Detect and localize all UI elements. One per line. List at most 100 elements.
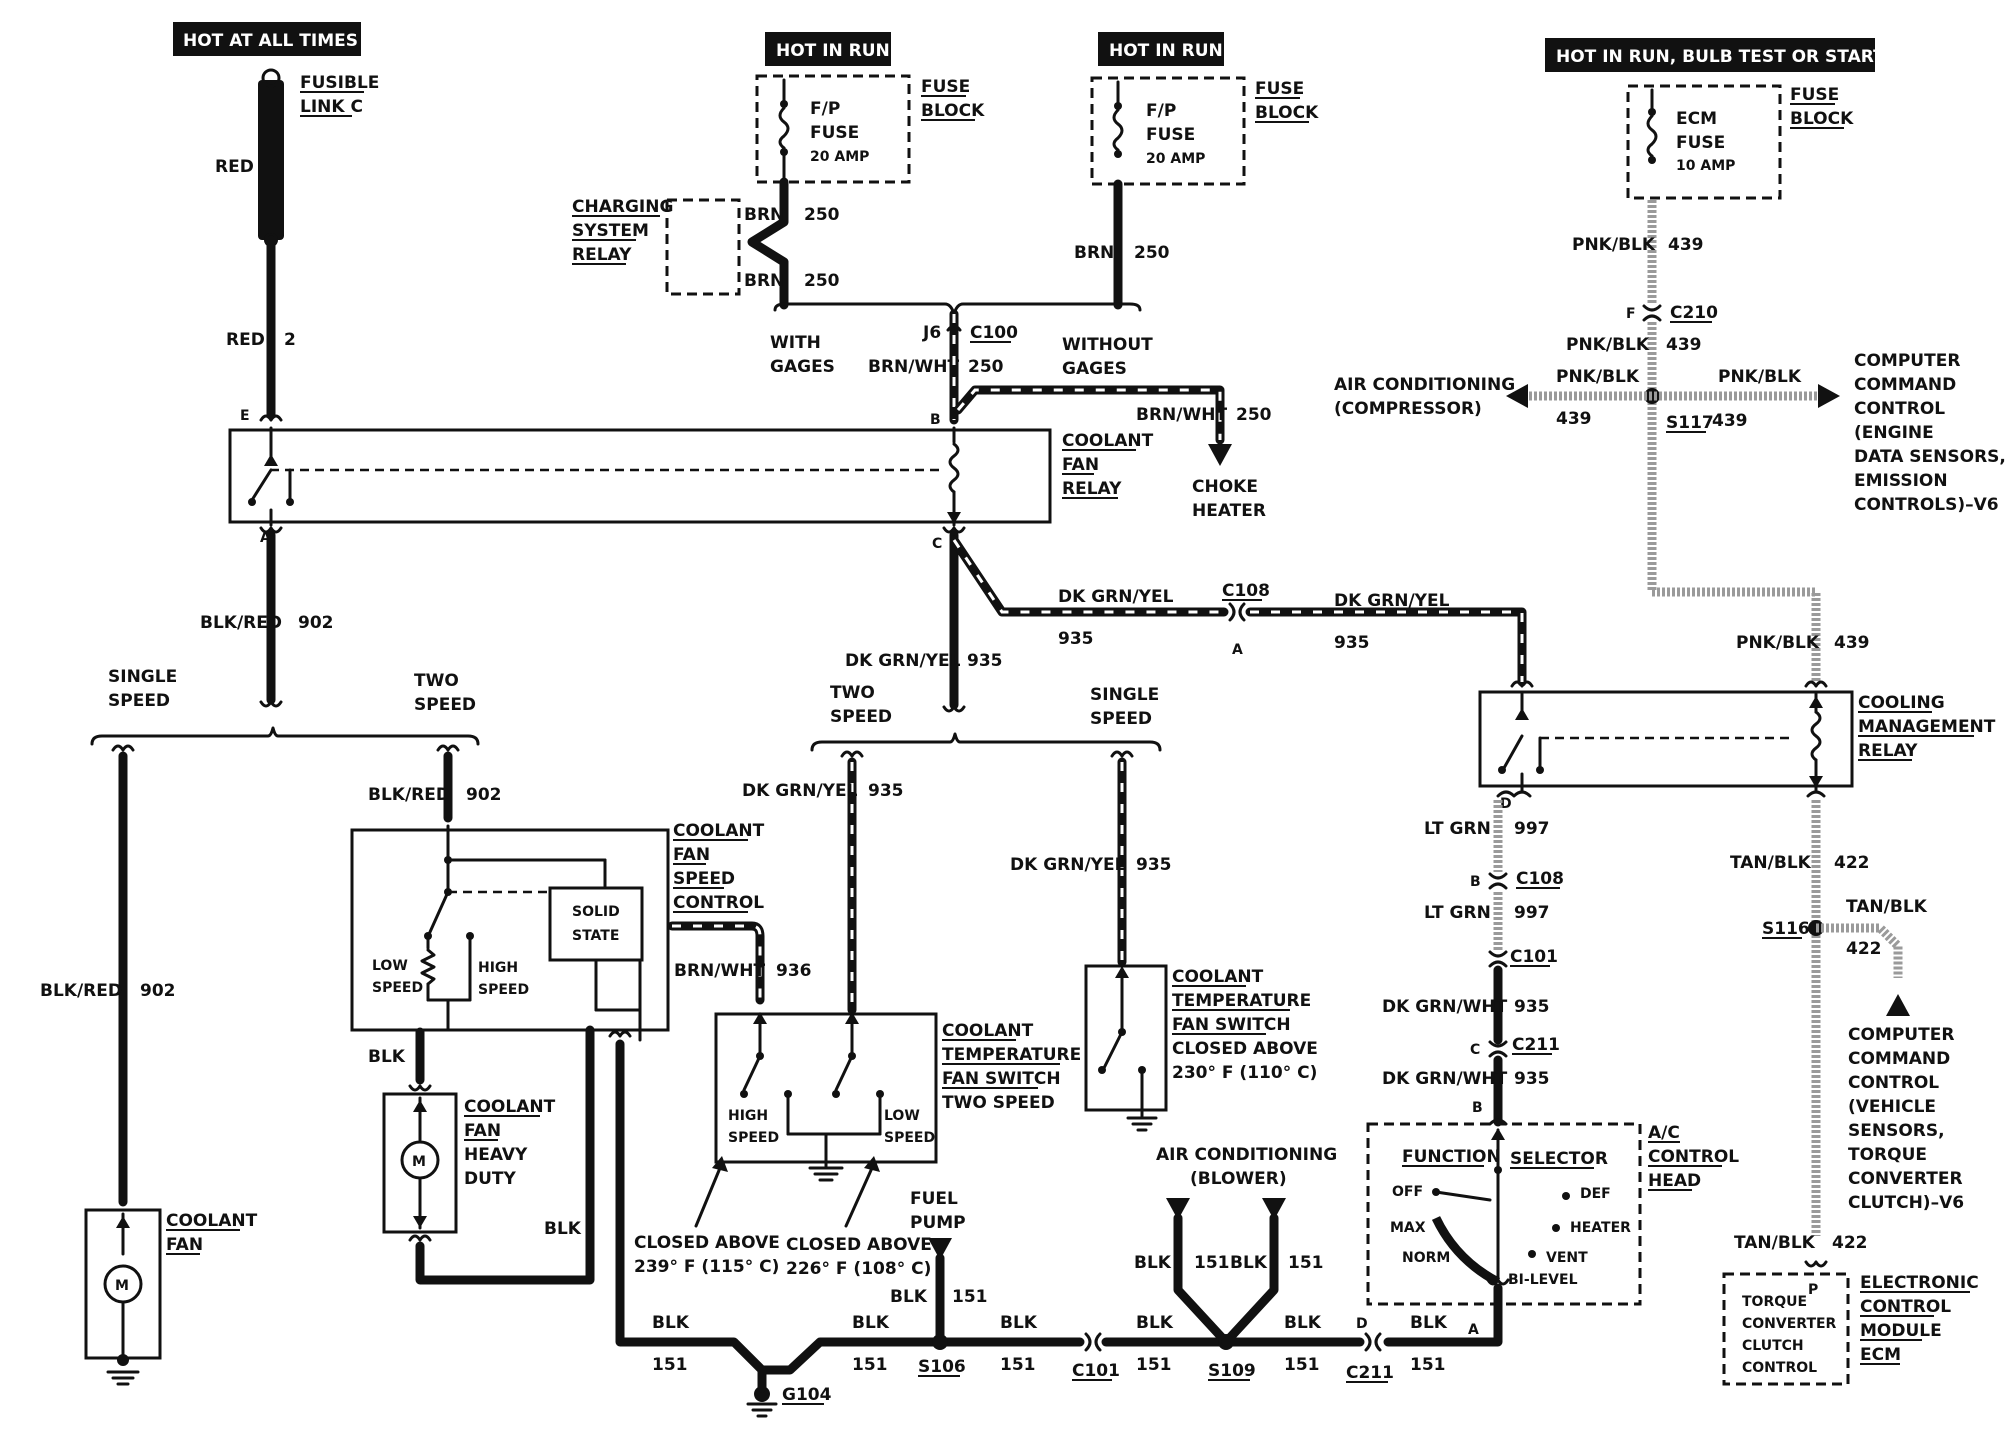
connector-label: C210 [1670,303,1718,323]
circuit-number: 902 [298,613,334,633]
component-label: 230° F (110° C) [1172,1063,1317,1083]
load-label: CONTROL [1854,399,1945,419]
electronic-control-module: TORQUE CONVERTER CLUTCH CONTROL ELECTRON… [1722,1272,1979,1386]
option-label: WITHOUT [1062,335,1153,355]
component-label: COOLANT [464,1097,556,1117]
circuit-number: 151 [652,1355,688,1375]
fuse-block-2: F/P FUSE 20 AMP FUSE BLOCK BRN 250 [1074,76,1319,310]
wire-color-label: BRN/WHT [1136,405,1227,425]
switch-position-label: NORM [1402,1250,1450,1266]
component-label: FAN [673,845,710,865]
header-hot-in-run-bulb-test: HOT IN RUN, BULB TEST OR START [1545,38,1885,72]
circuit-number: 151 [1000,1355,1036,1375]
load-label: AIR CONDITIONING [1334,375,1515,395]
connector-label: C211 [1512,1035,1560,1055]
circuit-number: 439 [1666,335,1702,355]
fuse-block-label: BLOCK [1255,103,1319,123]
fuse-name: FUSE [810,123,859,143]
component-label: CLOSED ABOVE [1172,1039,1318,1059]
wire-color-label: BLK/RED [200,613,282,633]
pin-label: A [1468,1322,1479,1338]
component-label: ELECTRONIC [1860,1273,1979,1293]
two-speed-switch-feed: DK GRN/YEL 935 [742,750,904,1015]
wire-color-label: PNK/BLK [1736,633,1820,653]
fusible-label-2: LINK C [300,97,363,117]
circuit-number: 151 [952,1287,988,1307]
component-label: TWO SPEED [942,1093,1055,1113]
switch-position-label: HIGH [478,960,518,976]
wire-color-label: BLK [1284,1313,1322,1333]
wire-color-label: BRN [744,271,784,291]
component-label: SPEED [673,869,735,889]
wire-color-label: TAN/BLK [1846,897,1928,917]
load-label: COMMAND [1848,1049,1950,1069]
circuit-number: 151 [1410,1355,1446,1375]
relay-label: MANAGEMENT [1858,717,1996,737]
ground-label: G104 [782,1385,832,1405]
header-text: HOT IN RUN [776,41,890,61]
connector-label: C108 [1516,869,1564,889]
connector-label: C101 [1072,1361,1120,1381]
relay-label: RELAY [572,245,632,265]
wire-color-label: LT GRN [1424,819,1491,839]
wire-color-label: TAN/BLK [1730,853,1812,873]
circuit-number: 439 [1668,235,1704,255]
wire-color-label: BLK [1000,1313,1038,1333]
switch-position-label: SPEED [372,980,423,996]
pin-label: B [1470,874,1481,890]
circuit-number: 439 [1556,409,1592,429]
circuit-number: 151 [852,1355,888,1375]
circuit-number: 250 [804,205,840,225]
component-label: FAN SWITCH [1172,1015,1291,1035]
connector-label: C101 [1510,947,1558,967]
fuse-rating: 20 AMP [1146,151,1205,167]
circuit-number: 935 [967,651,1003,671]
ground-run-blk-151: G104 BLK 151 BLK 151 FUEL PUMP BLK 151 S… [608,1030,1503,1418]
coolant-temp-switch-single: DK GRN/YEL 935 COOLANT TEMPERATURE FAN S… [1010,750,1318,1132]
load-label: CONTROL [1848,1073,1939,1093]
wire-color-label: BLK [1410,1313,1448,1333]
component-label: HEAD [1648,1171,1701,1191]
relay-label: RELAY [1858,741,1918,761]
circuit-number: 902 [466,785,502,805]
wire-color-label: BLK [1230,1253,1268,1273]
switch-position-label: HEATER [1570,1220,1631,1236]
terminal-label: A [260,530,271,546]
wire-color-label: BLK/RED [368,785,450,805]
wire-color-label: PNK/BLK [1718,367,1802,387]
switch-position-label: SPEED [728,1130,779,1146]
wire-color-label: DK GRN/YEL [1334,591,1450,611]
component-label: FAN [464,1121,501,1141]
component-label: COOLANT [673,821,765,841]
fuse-block-label: FUSE [1790,85,1839,105]
dk-grn-yel-branch: DK GRN/YEL 935 TWO SPEED SINGLE SPEED [810,526,1162,752]
load-label: CONVERTER [1848,1169,1963,1189]
pin-label: C [1470,1042,1480,1058]
wire-color-label: DK GRN/YEL [845,651,961,671]
load-label: SENSORS, [1848,1121,1945,1141]
component-label: TEMPERATURE [1172,991,1311,1011]
component-label: DUTY [464,1169,517,1189]
closed-above-label: CLOSED ABOVE [634,1233,780,1253]
ac-head-label: FUNCTION [1402,1147,1501,1167]
load-label: FUEL [910,1189,958,1209]
load-label: TORQUE [1848,1145,1927,1165]
closed-above-label: CLOSED ABOVE [786,1235,932,1255]
load-label: PUMP [910,1213,966,1233]
component-label: A/C [1648,1123,1680,1143]
load-label: (ENGINE [1854,423,1934,443]
switch-position-label: LOW [884,1108,920,1124]
ecm-function-label: CONVERTER [1742,1316,1837,1332]
ecm-function-label: CLUTCH [1742,1338,1804,1354]
load-label: HEATER [1192,501,1266,521]
load-label: (BLOWER) [1190,1169,1287,1189]
wire-color-label: PNK/BLK [1566,335,1650,355]
component-label: CONTROL [1648,1147,1739,1167]
blk-red-branch: BLK/RED 902 SINGLE SPEED TWO SPEED [90,526,480,746]
circuit-number: 250 [1236,405,1272,425]
wire-color-label: DK GRN/YEL [1058,587,1174,607]
fuse-rating: 20 AMP [810,149,869,165]
coolant-fan-speed-control: SOLID STATE LOW SPEED HIGH SPEED COOLANT… [350,821,812,1085]
switch-position-label: LOW [372,958,408,974]
circuit-number: 2 [284,330,296,350]
